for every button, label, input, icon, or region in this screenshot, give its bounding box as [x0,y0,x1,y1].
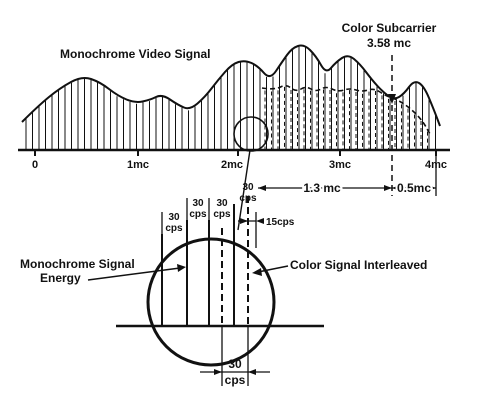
dim-arrow-left [258,185,266,191]
magnified-color-lines [221,196,249,326]
axis-label-2mc: 2mc [221,159,243,171]
spacing-30cps-bottom-unit: cps [225,373,246,387]
cps-unit: cps [189,209,207,220]
cps-value: 30 [192,198,204,209]
span-0-5mc-label: 0.5mc [397,181,431,195]
dim-arrow-15cps-a [240,218,248,224]
magnifier-connector-line [237,149,251,231]
cps-unit: cps [165,223,183,234]
spacing-15cps-label: 15cps [266,217,295,228]
axis-label-0: 0 [32,159,38,171]
dim-arrow-mid-right [392,185,400,191]
dim-arrow-right [428,185,436,191]
span-1-3mc-label: 1.3 mc [303,181,341,195]
dim-arrow-mid-left [384,185,392,191]
axis-label-1mc: 1mc [127,159,149,171]
monochrome-energy-arrowhead [177,264,186,272]
color-signal-interleaved-label: Color Signal Interleaved [290,258,427,272]
dim-arrow-15cps-b [256,218,264,224]
dim-arrow-bottom-a [214,369,222,375]
spacing-30cps-bottom-value: 30 [228,357,242,371]
magnifier-small-circle [233,116,269,152]
dim-arrow-bottom-b [248,369,256,375]
color-envelope-curve [261,84,431,135]
monochrome-signal-energy-label-line2: Energy [40,271,81,285]
monochrome-energy-pointer [87,267,181,281]
color-subcarrier-label: Color Subcarrier [342,21,437,35]
color-subcarrier-frequency: 3.58 mc [367,36,411,50]
cps-value: 30 [168,212,180,223]
magnified-view-circle [146,237,276,367]
axis-ticks [34,150,437,156]
cps-unit: cps [213,209,231,220]
cps-value: 30 [216,198,228,209]
color-interleaved-pointer [257,265,289,273]
axis-label-3mc: 3mc [329,159,351,171]
cps-labels-top: 30 cps 30 cps 30 cps 30 cps [161,182,257,234]
monochrome-video-signal-label: Monochrome Video Signal [60,47,210,61]
monochrome-signal-energy-label: Monochrome Signal [20,257,135,271]
color-interleaved-arrowhead [252,268,262,276]
cps-value: 30 [242,182,254,193]
cps-unit: cps [239,193,257,204]
color-subcarrier-arrowhead [388,94,396,104]
magnified-monochrome-lines [161,204,235,326]
monochrome-spectral-lines [25,46,436,150]
color-spectral-lines [264,86,428,150]
